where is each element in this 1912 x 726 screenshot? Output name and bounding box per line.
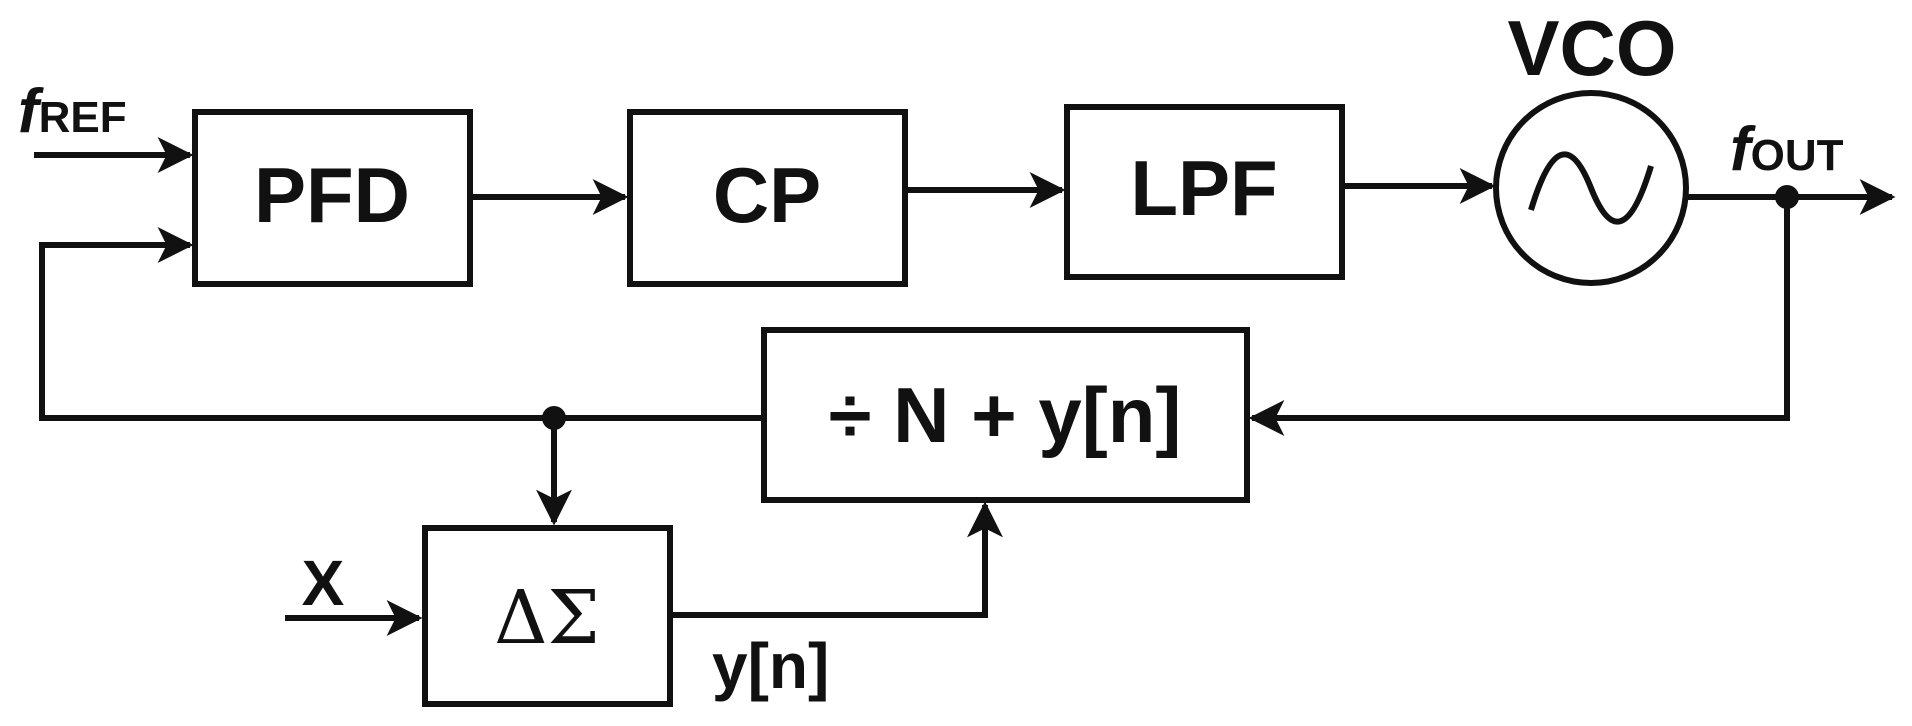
divider-label: ÷ N + y[n] bbox=[829, 371, 1182, 459]
divider-block bbox=[761, 327, 1250, 503]
pfd-label: PFD bbox=[254, 151, 410, 239]
divider-to-pfd-feedback-arrow bbox=[39, 227, 764, 421]
lpf-label: LPF bbox=[1130, 144, 1277, 232]
delta-sigma-to-divider-arrow bbox=[670, 501, 1003, 618]
sine-wave-icon bbox=[1528, 151, 1654, 225]
vco-label: VCO bbox=[1507, 4, 1676, 92]
lpf-block bbox=[1064, 104, 1345, 280]
delta-sigma-block bbox=[422, 525, 673, 707]
cp-label: CP bbox=[713, 151, 821, 239]
f-out-subscript: OUT bbox=[1751, 131, 1844, 180]
f-ref-subscript: REF bbox=[39, 93, 127, 142]
y-n-label: y[n] bbox=[712, 630, 829, 702]
cp-block bbox=[627, 109, 908, 287]
f-ref-label: fREF bbox=[18, 77, 127, 146]
f-out-label: fOUT bbox=[1730, 115, 1844, 184]
delta-sigma-label: ΔΣ bbox=[494, 575, 600, 661]
pfd-block bbox=[192, 109, 473, 287]
x-input-label: X bbox=[302, 547, 345, 619]
f-out-to-divider-arrow bbox=[1248, 197, 1790, 436]
